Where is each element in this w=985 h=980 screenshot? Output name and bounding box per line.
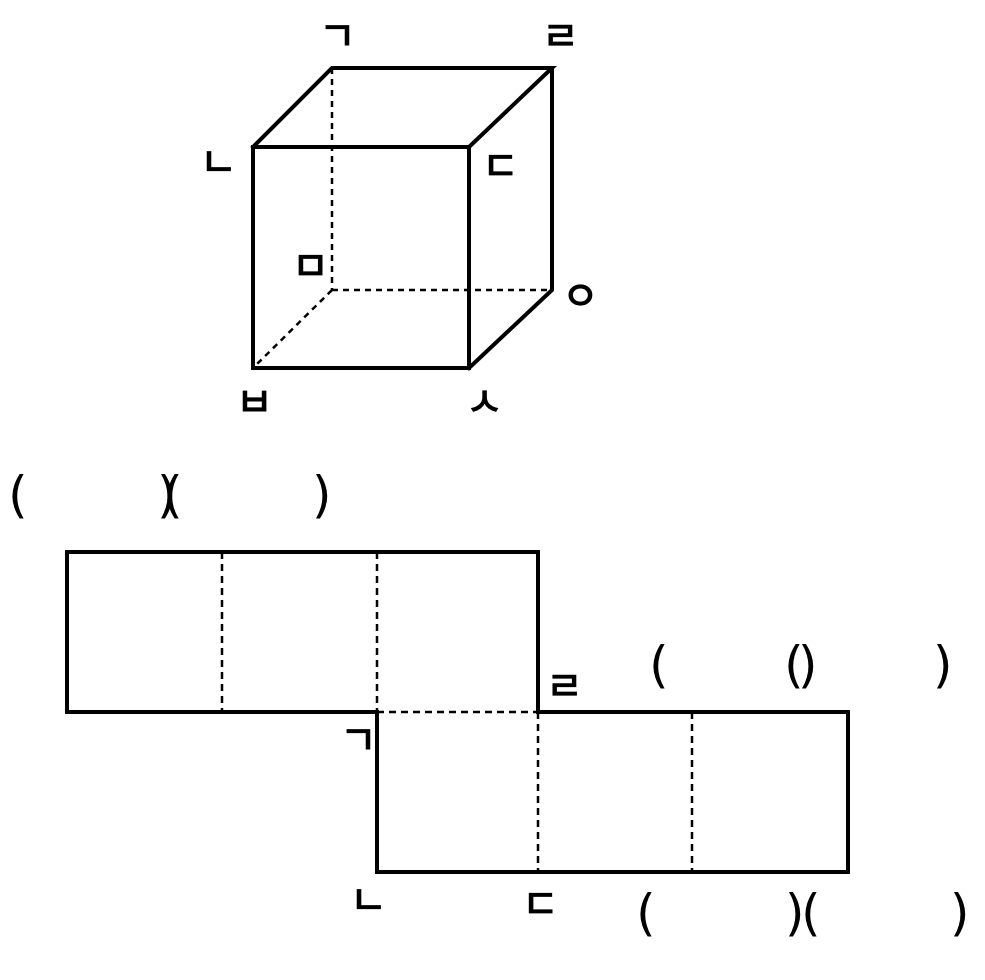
net-label-n: ㄴ bbox=[350, 878, 387, 924]
answer-blank[interactable]: ( ) bbox=[630, 884, 811, 942]
cube-top-face bbox=[250, 66, 558, 150]
answer-blank[interactable]: ( ) bbox=[2, 466, 183, 524]
answer-blank[interactable]: ( ) bbox=[643, 636, 824, 694]
answer-blank[interactable]: ( ) bbox=[157, 466, 338, 524]
net-lower-strip-outline bbox=[375, 710, 850, 874]
cube-label-top-front-right: ㄷ bbox=[482, 144, 519, 190]
cube-net bbox=[65, 550, 850, 874]
net-label-r: ㄹ bbox=[546, 664, 583, 710]
net-label-g: ㄱ bbox=[340, 718, 377, 764]
cube-label-top-back-left: ㄱ bbox=[319, 14, 356, 60]
cube-label-top-back-right: ㄹ bbox=[542, 14, 579, 60]
cube-label-bottom-back-left: ㅁ bbox=[292, 244, 329, 290]
net-upper-strip-outline bbox=[65, 550, 540, 714]
answer-blank[interactable]: ( ) bbox=[778, 636, 959, 694]
answer-blank[interactable]: ( ) bbox=[795, 884, 976, 942]
cube bbox=[250, 66, 558, 371]
cube-hidden-edge-diagonal bbox=[252, 289, 333, 369]
cube-label-bottom-back-right: ㅇ bbox=[562, 274, 599, 320]
cube-label-bottom-front-left: ㅂ bbox=[236, 380, 273, 426]
cube-label-bottom-front-right: ㅅ bbox=[466, 380, 503, 426]
cube-label-top-front-left: ㄴ bbox=[200, 140, 237, 186]
net-label-d: ㄷ bbox=[522, 882, 559, 928]
cube-front-face bbox=[251, 145, 471, 370]
cube-right-face bbox=[466, 66, 554, 371]
